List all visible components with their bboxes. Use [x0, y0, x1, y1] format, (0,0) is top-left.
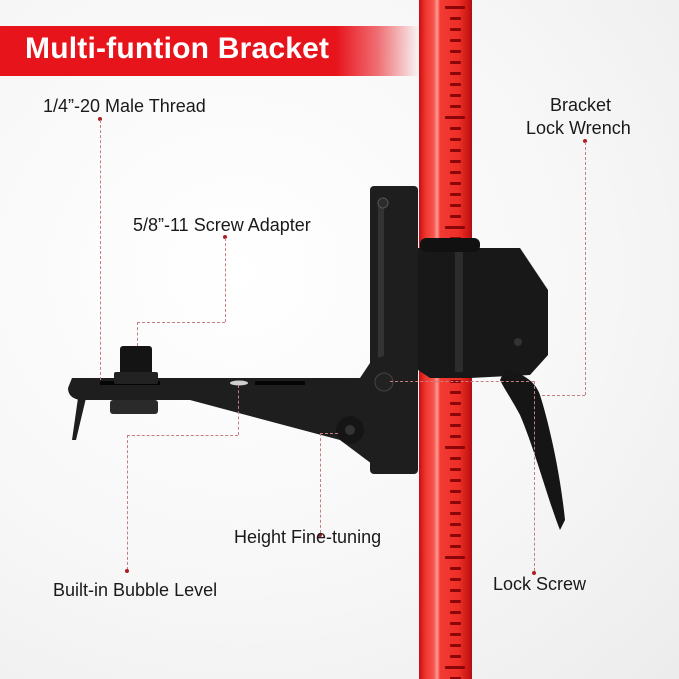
- pole-tick: [450, 50, 461, 53]
- pole-tick: [450, 391, 461, 394]
- pole-tick: [450, 424, 461, 427]
- pole-tick: [450, 490, 461, 493]
- pole-tick: [450, 534, 461, 537]
- label-screw-adapter: 5/8”-11 Screw Adapter: [133, 215, 311, 235]
- pole-tick: [450, 545, 461, 548]
- banner-title: Multi-funtion Bracket: [25, 32, 330, 65]
- pole-tick: [450, 193, 461, 196]
- pole-tick: [450, 61, 461, 64]
- pole-tick: [450, 501, 461, 504]
- pole-tick: [450, 677, 461, 679]
- pole-tick: [450, 149, 461, 152]
- pole-tick: [450, 468, 461, 471]
- screw-adapter-leader: [225, 238, 226, 322]
- bubble-level-leader: [127, 435, 128, 570]
- pole-tick: [445, 666, 465, 669]
- label-bracket-lock-line2: Lock Wrench: [526, 118, 631, 138]
- lock-screw-leader-h: [390, 381, 534, 382]
- pole-tick: [450, 622, 461, 625]
- lock-wrench-leader-h: [542, 395, 585, 396]
- pole-tick: [450, 83, 461, 86]
- pole-tick: [450, 633, 461, 636]
- label-male-thread: 1/4”-20 Male Thread: [43, 96, 206, 116]
- pole-tick: [450, 17, 461, 20]
- fine-tuning-leader: [320, 433, 321, 533]
- pole-tick: [450, 655, 461, 658]
- label-bubble-level: Built-in Bubble Level: [53, 580, 218, 600]
- pole-tick: [450, 105, 461, 108]
- screw-adapter-leader-v2: [137, 322, 138, 346]
- pole-tick: [450, 72, 461, 75]
- pole-tick: [450, 578, 461, 581]
- pole-tick: [450, 28, 461, 31]
- screw-adapter-marker: [223, 235, 227, 239]
- pole-tick: [450, 127, 461, 130]
- title-banner: [0, 26, 420, 76]
- pole-tick: [450, 138, 461, 141]
- lock-wrench-leader: [585, 142, 586, 395]
- male-thread-leader: [100, 120, 101, 380]
- pole-tick: [450, 435, 461, 438]
- pole-tick: [450, 457, 461, 460]
- pole-tick: [450, 413, 461, 416]
- pole-tick: [450, 39, 461, 42]
- pole-tick: [450, 215, 461, 218]
- pole-tick: [450, 567, 461, 570]
- pole-tick: [445, 226, 465, 229]
- pole-tick: [450, 94, 461, 97]
- pole-tick: [450, 160, 461, 163]
- pole-tick: [450, 589, 461, 592]
- bubble-level-marker: [125, 569, 129, 573]
- pole-tick: [450, 523, 461, 526]
- lock-screw-leader: [534, 381, 535, 571]
- lock-screw-marker: [532, 571, 536, 575]
- pole-tick: [450, 479, 461, 482]
- label-bracket-lock-line1: Bracket: [550, 95, 612, 115]
- lock-wrench-marker: [583, 139, 587, 143]
- pole-tick: [450, 600, 461, 603]
- fine-tuning-marker: [318, 533, 322, 537]
- male-thread-marker: [98, 117, 102, 121]
- screw-adapter-leader-h: [137, 322, 225, 323]
- pole-tick: [450, 512, 461, 515]
- fine-tuning-leader-h: [320, 433, 338, 434]
- pole-tick: [450, 171, 461, 174]
- pole-tick: [450, 204, 461, 207]
- pole-tick: [450, 611, 461, 614]
- pole-tick: [445, 116, 465, 119]
- pole-tick: [450, 182, 461, 185]
- label-lock-screw: Lock Screw: [493, 574, 587, 594]
- label-height-fine-tuning: Height Fine-tuning: [234, 527, 382, 547]
- pole-tick: [450, 644, 461, 647]
- pole-tick: [445, 446, 465, 449]
- bubble-level-leader-v1: [238, 385, 239, 435]
- pole-tick: [445, 556, 465, 559]
- pole-tick: [450, 402, 461, 405]
- bubble-level-leader-h: [127, 435, 238, 436]
- pole-tick: [445, 6, 465, 9]
